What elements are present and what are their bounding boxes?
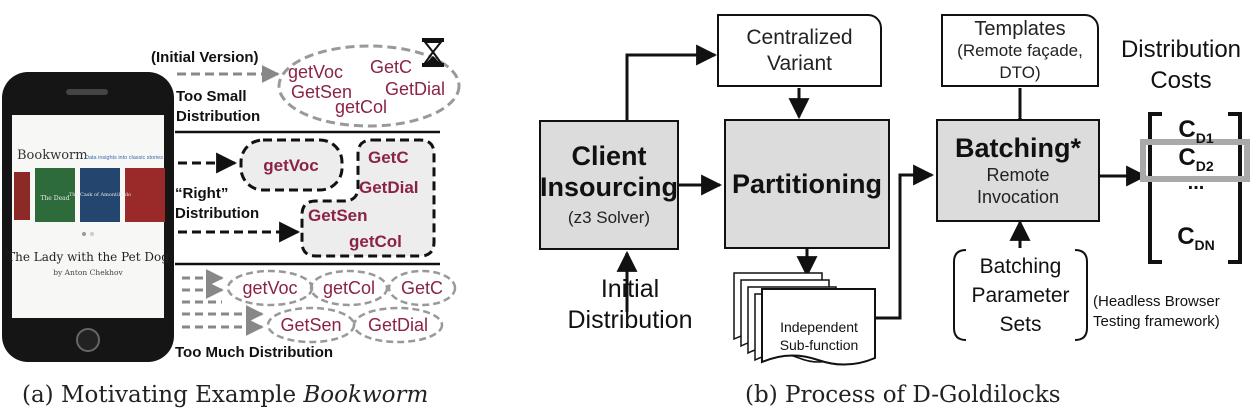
- independent-subfunction-label: Independent Sub-function: [779, 319, 859, 353]
- partitioning-label: Partitioning: [732, 168, 882, 199]
- too-much-label: Too Much Distribution: [175, 344, 333, 361]
- caption-b: (b) Process of D-Goldilocks: [745, 382, 1061, 408]
- book-cover-4: [125, 168, 165, 222]
- fn-getc-2: GetC: [368, 148, 409, 167]
- centralized-variant-box: Centralized Variant: [717, 14, 882, 87]
- fn-getvoc-1: getVoc: [288, 62, 343, 82]
- app-title: Bookworm: [17, 148, 88, 163]
- book-cover-cask: [80, 168, 120, 222]
- templates-label: Templates: [974, 17, 1066, 40]
- fn-getvoc-2: getVoc: [263, 156, 318, 175]
- z3-solver-label: (z3 Solver): [567, 208, 651, 227]
- remote-invocation-label: Remote Invocation: [976, 165, 1060, 207]
- too-much-arrows: [182, 269, 264, 336]
- fn-getcol-2: getCol: [349, 232, 402, 251]
- templates-sub-label: (Remote façade, DTO): [957, 40, 1083, 82]
- book-author: by Anton Chekhov: [53, 268, 123, 277]
- distribution-label: Distribution: [567, 306, 693, 334]
- ellipse-getdial: [352, 306, 444, 344]
- fn-getcol-3: getCol: [323, 278, 375, 298]
- book-cover-dead: [35, 168, 75, 222]
- partitioning-box: Partitioning: [724, 119, 890, 249]
- cost-d2: CD2: [1178, 144, 1214, 174]
- client-insourcing-box: Client Insourcing (z3 Solver): [539, 120, 679, 250]
- cost-ellipsis: ...: [1187, 172, 1205, 194]
- testing-framework-label: Testing framework): [1093, 313, 1220, 330]
- batching-param-brackets: [953, 249, 1088, 341]
- fn-getsen-3: GetSen: [280, 315, 341, 335]
- right-label-1: “Right”: [175, 185, 228, 202]
- fn-getc-3: GetC: [401, 278, 443, 298]
- cover-dead-title: The Dead: [40, 195, 69, 202]
- monolith-ellipse: [277, 44, 461, 128]
- batching-label: Batching*: [954, 133, 1081, 163]
- fn-getdial-3: GetDial: [368, 315, 428, 335]
- client-label: Client: [571, 141, 647, 171]
- fn-getsen-2: GetSen: [308, 206, 368, 225]
- cover-cask-title: The Cask of Amontillado: [69, 192, 131, 198]
- selected-cost-highlight: [1140, 139, 1250, 182]
- book-title: The Lady with the Pet Dog: [7, 250, 169, 264]
- getvoc-node-box: [239, 138, 344, 192]
- fn-getvoc-3: getVoc: [242, 278, 297, 298]
- templates-box: Templates (Remote façade, DTO): [941, 14, 1099, 87]
- phone-mockup: [2, 72, 174, 362]
- batching-box: Batching* Remote Invocation: [936, 119, 1100, 222]
- batching-parameter-sets-label: Batching Parameter Sets: [971, 255, 1070, 336]
- fn-getcol-1: getCol: [335, 97, 387, 117]
- fn-getdial-1: GetDial: [385, 79, 445, 99]
- insourcing-label: Insourcing: [540, 172, 679, 202]
- initial-version-label: (Initial Version): [151, 49, 259, 66]
- headless-browser-label: (Headless Browser: [1093, 293, 1220, 310]
- app-subtitle: Data insights into classic stories: [85, 155, 163, 161]
- distribution-costs-label-2: Costs: [1150, 67, 1212, 94]
- caption-a: (a) Motivating Example Bookworm: [22, 382, 429, 408]
- centralized-variant-label: Centralized Variant: [746, 25, 853, 75]
- arrow-client-to-centralized: [625, 44, 718, 120]
- cost-dn: CDN: [1177, 223, 1215, 253]
- remote-node-box: [300, 138, 436, 258]
- costs-brackets: [1148, 112, 1242, 264]
- right-label-2: Distribution: [175, 205, 259, 222]
- arrow-subfunction-to-batching: [875, 164, 935, 320]
- fn-getdial-2: GetDial: [359, 178, 419, 197]
- fn-getsen-1: GetSen: [291, 82, 352, 102]
- too-small-label-2: Distribution: [176, 108, 260, 125]
- hourglass-icon: [422, 38, 444, 67]
- fn-getc-1: GetC: [370, 57, 412, 77]
- initial-label: Initial: [600, 275, 660, 303]
- cost-d1: CD1: [1178, 116, 1214, 146]
- book-cover-1: [14, 172, 30, 220]
- subfunction-document: [761, 288, 876, 366]
- ellipse-getc: [387, 269, 457, 307]
- ellipse-getcol: [309, 269, 389, 307]
- distribution-costs-label-1: Distribution: [1120, 36, 1242, 63]
- too-small-label: Too Small: [176, 88, 247, 105]
- caption-a-italic: Bookworm: [303, 382, 429, 408]
